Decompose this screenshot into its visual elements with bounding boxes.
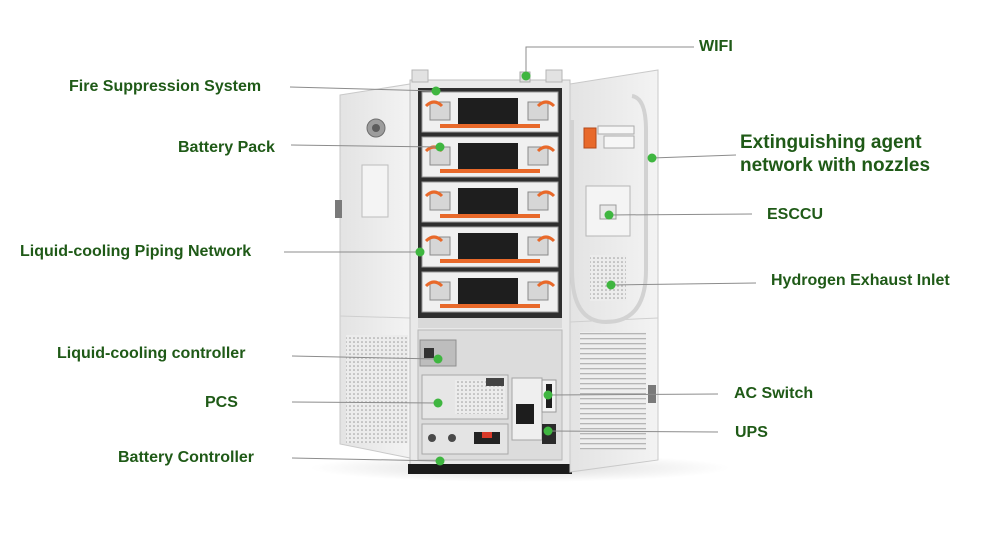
label-ups: UPS bbox=[735, 424, 768, 441]
leader-esccu bbox=[608, 213, 753, 216]
battery-module bbox=[421, 91, 559, 133]
dot-fire-suppression bbox=[431, 86, 441, 96]
label-battery-pack: Battery Pack bbox=[178, 139, 275, 156]
label-ac-switch: AC Switch bbox=[734, 385, 814, 402]
label-liquid-cooling-piping-network: Liquid-cooling Piping Network bbox=[20, 243, 252, 260]
dot-ups bbox=[543, 426, 553, 436]
label-pcs: PCS bbox=[205, 394, 238, 411]
dot-wifi bbox=[521, 71, 531, 81]
left-door bbox=[335, 83, 411, 459]
label-extinguishing-agent-network: Extinguishing agent network with nozzles bbox=[740, 132, 931, 176]
leader-lines bbox=[284, 46, 757, 462]
battery-modules bbox=[421, 91, 559, 313]
leader-extinguishing-agent bbox=[651, 154, 737, 159]
dot-extinguishing-agent bbox=[647, 153, 657, 163]
label-fire-suppression-system: Fire Suppression System bbox=[69, 78, 262, 95]
dot-liquid-cooling-controller bbox=[433, 354, 443, 364]
leader-wifi bbox=[525, 46, 694, 74]
leader-ups bbox=[547, 430, 719, 433]
label-battery-controller: Battery Controller bbox=[118, 449, 255, 466]
leader-fire-suppression bbox=[289, 86, 437, 92]
dot-esccu bbox=[604, 210, 614, 220]
dot-hydrogen-exhaust bbox=[606, 280, 616, 290]
dot-ac-switch bbox=[543, 390, 553, 400]
label-hydrogen-exhaust-inlet: Hydrogen Exhaust Inlet bbox=[771, 272, 950, 289]
leader-battery-pack bbox=[290, 144, 441, 148]
leader-battery-controller bbox=[291, 457, 441, 462]
leader-liquid-cooling-controller bbox=[291, 355, 439, 360]
leader-hydrogen-exhaust bbox=[610, 282, 757, 286]
battery-module bbox=[421, 181, 559, 223]
dot-battery-pack bbox=[435, 142, 445, 152]
equipment-bay bbox=[417, 329, 563, 461]
battery-module bbox=[421, 226, 559, 268]
leader-ac-switch bbox=[547, 393, 719, 396]
label-esccu: ESCCU bbox=[767, 206, 824, 223]
battery-module bbox=[421, 271, 559, 313]
label-liquid-cooling-controller: Liquid-cooling controller bbox=[57, 345, 246, 362]
dot-liquid-cooling-piping bbox=[415, 247, 425, 257]
dot-battery-controller bbox=[435, 456, 445, 466]
dot-pcs bbox=[433, 398, 443, 408]
right-door bbox=[569, 69, 659, 473]
leader-pcs bbox=[291, 401, 439, 404]
label-wifi: WIFI bbox=[699, 38, 733, 55]
marker-dots bbox=[415, 71, 657, 466]
battery-module bbox=[421, 136, 559, 178]
